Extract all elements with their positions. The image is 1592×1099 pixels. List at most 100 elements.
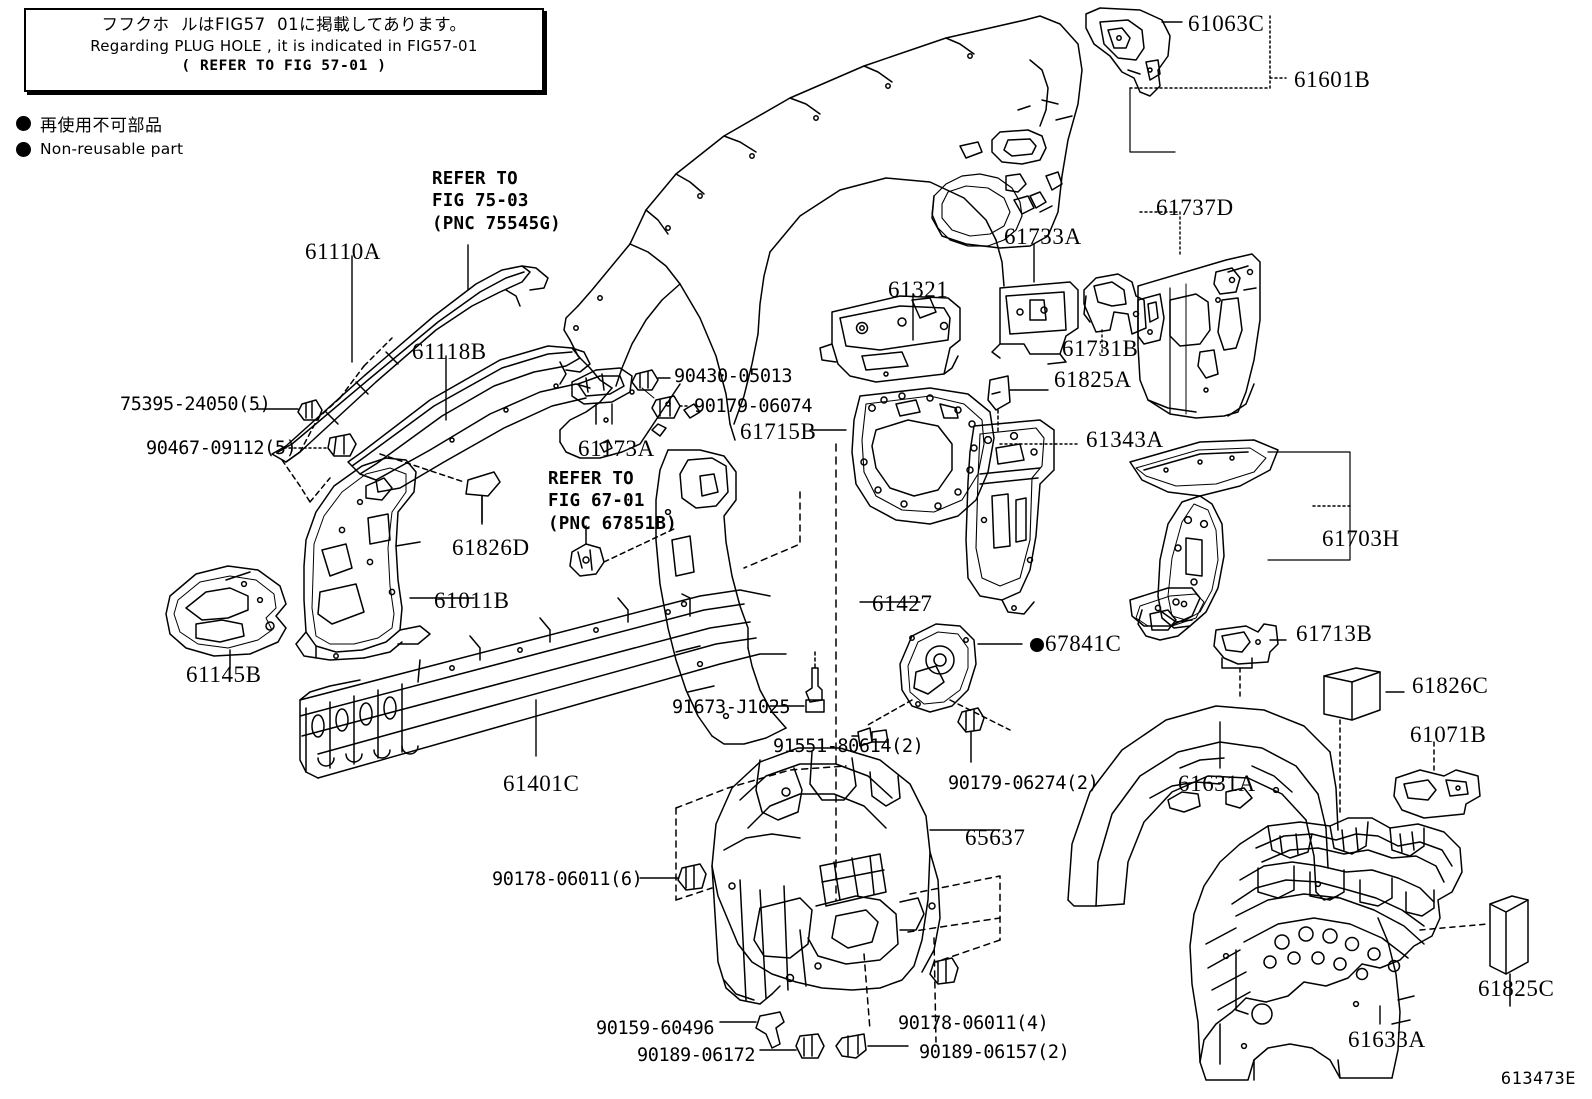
part-61343A [965, 419, 1055, 615]
legend-item-english: Non-reusable part [16, 136, 183, 162]
part-61631A [1067, 705, 1339, 907]
callout-text: 61737D [1156, 195, 1234, 220]
part-67841C [865, 623, 1011, 731]
part-61715B [851, 387, 995, 525]
callout-text: 61713B [1296, 621, 1373, 646]
part-61703H [1129, 439, 1351, 641]
callout-text: 75395-24050(5) [120, 394, 271, 415]
callout-61737D[interactable]: 61737D [1156, 196, 1234, 219]
part-61713B [1213, 623, 1279, 701]
callout-61145B[interactable]: 61145B [186, 663, 262, 686]
callout-text: 61715B [740, 419, 817, 444]
callout-61321[interactable]: 61321 [888, 278, 949, 301]
callout-text: 61321 [888, 277, 949, 302]
part-61825A [987, 375, 1011, 433]
callout-text: 90189-06172 [637, 1045, 756, 1066]
callout-text: 61733A [1004, 224, 1082, 249]
callout-text: 61631A [1178, 771, 1256, 796]
callout-90189-06172[interactable]: 90189-06172 [637, 1045, 756, 1066]
callout-text: 61825A [1054, 367, 1132, 392]
callout-61011B[interactable]: 61011B [434, 589, 510, 612]
callout-65637[interactable]: 65637 [965, 826, 1026, 849]
callout-61110A[interactable]: 61110A [305, 240, 381, 263]
callout-text: 90178-06011(4) [898, 1013, 1049, 1034]
part-61737D [1137, 253, 1261, 419]
part-61071B [1393, 741, 1481, 819]
fastener-90430-05013 [631, 369, 671, 391]
part-61321 [819, 295, 961, 383]
callout-text: 90179-06274(2) [948, 773, 1099, 794]
callout-90467-09112[interactable]: 90467-09112(5) [146, 438, 297, 459]
callout-text: 90430-05013 [674, 366, 793, 387]
fastener-90159-60496 [719, 1011, 785, 1049]
legend: 再使用不可部品 Non-reusable part [16, 110, 183, 162]
callout-text: 61703H [1322, 526, 1400, 551]
callout-67841C[interactable]: 67841C [1030, 632, 1121, 655]
callout-text: 91551-80614(2) [773, 736, 924, 757]
callout-61733A[interactable]: 61733A [1004, 225, 1082, 248]
callout-text: 61011B [434, 588, 510, 613]
callout-90178-06011-6[interactable]: 90178-06011(6) [492, 870, 643, 890]
callout-91551-80614[interactable]: 91551-80614(2) [773, 736, 924, 757]
callout-90179-06274[interactable]: 90179-06274(2) [948, 773, 1099, 794]
callout-61826D[interactable]: 61826D [452, 536, 530, 559]
callout-61633A[interactable]: 61633A [1348, 1028, 1426, 1051]
callout-75395-24050[interactable]: 75395-24050(5) [120, 394, 271, 415]
fastener-90179-06274 [957, 707, 985, 763]
callout-text: 90189-06157(2) [919, 1042, 1070, 1063]
callout-90178-06011-4[interactable]: 90178-06011(4) [898, 1013, 1049, 1034]
part-61826D [379, 453, 501, 525]
callout-61631A[interactable]: 61631A [1178, 772, 1256, 795]
callout-61825C[interactable]: 61825C [1478, 977, 1554, 1000]
callout-text: 61731B [1062, 336, 1139, 361]
callout-90430-05013[interactable]: 90430-05013 [674, 366, 793, 387]
callout-61427[interactable]: 61427 [872, 592, 933, 615]
callout-61826C[interactable]: 61826C [1412, 674, 1488, 697]
part-61063C [1085, 7, 1171, 97]
fastener-90189-06172 [759, 1033, 825, 1059]
callout-61118B[interactable]: 61118B [412, 340, 487, 363]
callout-text: 61063C [1188, 11, 1265, 36]
callout-61071B[interactable]: 61071B [1410, 723, 1486, 746]
callout-61063C[interactable]: 61063C [1188, 12, 1264, 35]
fastener-90189-06157 [835, 1033, 909, 1059]
callout-text: 65637 [965, 825, 1026, 850]
callout-61713B[interactable]: 61713B [1296, 622, 1372, 645]
callout-text: 90179-06074 [694, 396, 813, 417]
callout-text: 91673-J1025 [672, 697, 791, 718]
filled-circle-icon [16, 115, 31, 131]
callout-90189-06157[interactable]: 90189-06157(2) [919, 1042, 1070, 1063]
callout-61715B[interactable]: 61715B [740, 420, 816, 443]
callout-61173A[interactable]: 61173A [578, 437, 655, 460]
legend-label-japanese: 再使用不可部品 [40, 115, 163, 136]
callout-90159-60496[interactable]: 90159-60496 [596, 1018, 715, 1039]
callout-61731B[interactable]: 61731B [1062, 337, 1138, 360]
reference-note-fig-67-01: REFER TO FIG 67-01 (PNC 67851B) [548, 469, 677, 534]
callout-text: 61601B [1294, 67, 1371, 92]
callout-61825A[interactable]: 61825A [1054, 368, 1132, 391]
callout-61401C[interactable]: 61401C [503, 772, 579, 795]
callout-text: 61110A [305, 239, 382, 264]
plug-hole-note-box: フフクホ ルはFIG57 01に掲載してあります。 Regarding PLUG… [24, 8, 544, 92]
callout-text: 61118B [412, 339, 487, 364]
part-61731B [1083, 273, 1147, 335]
callout-text: 90159-60496 [596, 1018, 715, 1039]
non-reusable-marker-icon [1030, 638, 1044, 652]
part-61110A [271, 265, 549, 503]
callout-61703H[interactable]: 61703H [1322, 527, 1400, 550]
part-61427 [655, 443, 837, 901]
callout-text: 90467-09112(5) [146, 438, 297, 459]
callout-61343A[interactable]: 61343A [1086, 428, 1164, 451]
callout-text: 61173A [578, 436, 655, 461]
callout-91673-J1025[interactable]: 91673-J1025 [672, 697, 791, 718]
part-61173A [571, 367, 633, 425]
filled-circle-icon [16, 141, 31, 157]
note-line-reference: ( REFER TO FIG 57-01 ) [181, 57, 387, 74]
callout-61601B[interactable]: 61601B [1294, 68, 1370, 91]
callout-text: 61633A [1348, 1027, 1426, 1052]
note-line-english: Regarding PLUG HOLE , it is indicated in… [90, 37, 478, 56]
callout-text: 61401C [503, 771, 580, 796]
callout-90179-06074[interactable]: 90179-06074 [694, 396, 813, 417]
part-61401C [299, 589, 787, 779]
